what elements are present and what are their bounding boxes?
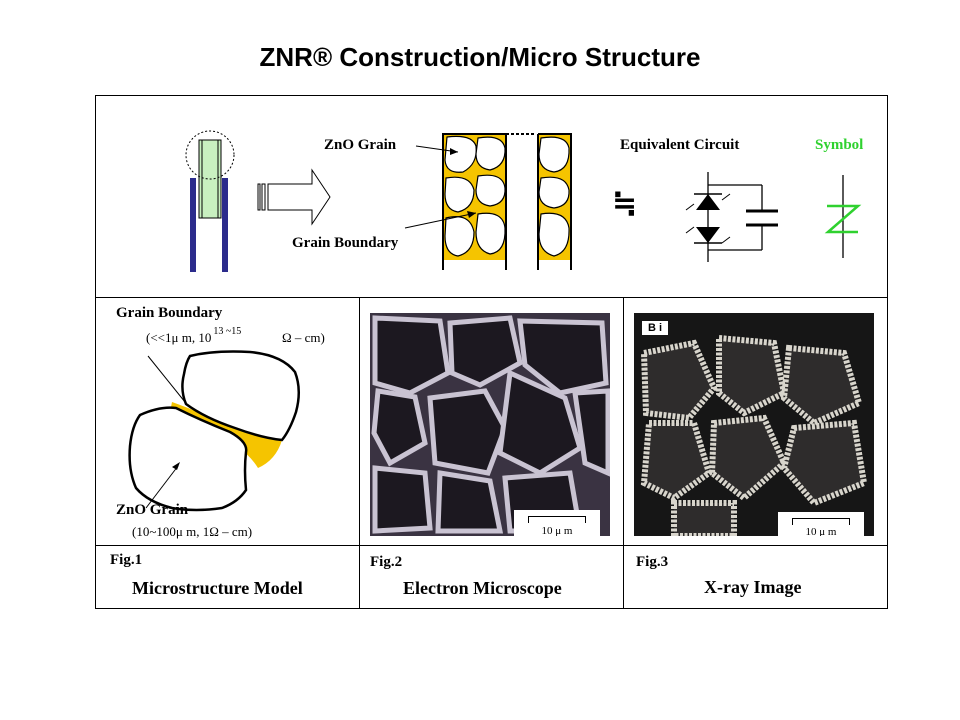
xray-image: B i 10 μ m xyxy=(634,313,874,536)
equivalent-circuit-label: Equivalent Circuit xyxy=(620,137,740,153)
divider-top xyxy=(95,297,888,298)
fig1-label: Fig.1 xyxy=(110,552,143,568)
fig1-grain-boundary-label: Grain Boundary xyxy=(116,305,223,321)
figure-frame xyxy=(95,95,888,609)
fig2-label: Fig.2 xyxy=(370,554,403,570)
fig1-gb-spec-unit: Ω – cm) xyxy=(282,330,325,345)
zno-grain-label: ZnO Grain xyxy=(324,137,397,153)
symbol-label: Symbol xyxy=(815,137,864,153)
fig3-label: Fig.3 xyxy=(636,554,669,570)
electron-microscope-image: 10 μ m xyxy=(370,313,610,536)
divider-col2 xyxy=(623,297,624,609)
fig2-scale-label: 10 μ m xyxy=(541,525,573,536)
grain-boundary-label: Grain Boundary xyxy=(292,235,399,251)
divider-captions xyxy=(95,545,888,546)
gb-spec-exponent: 13 ~15 xyxy=(213,326,242,337)
fig1-zno-spec: (10~100μ m, 1Ω – cm) xyxy=(132,524,253,539)
fig1-zno-grain-label: ZnO Grain xyxy=(116,502,189,518)
fig2-caption: Electron Microscope xyxy=(403,578,562,598)
approx-equal-sign: ≒ xyxy=(612,186,638,221)
fig3-caption: X-ray Image xyxy=(704,577,802,597)
fig1-caption: Microstructure Model xyxy=(132,578,303,598)
fig3-scale-bar: 10 μ m xyxy=(778,512,864,536)
page-title: ZNR® Construction/Micro Structure xyxy=(259,42,701,72)
fig3-element-label: B i xyxy=(642,321,668,335)
gb-spec-main: (<<1μ m, 10 xyxy=(146,330,212,345)
fig3-scale-label: 10 μ m xyxy=(805,526,837,536)
fig2-scale-bar: 10 μ m xyxy=(514,510,600,536)
divider-col1 xyxy=(359,297,360,609)
